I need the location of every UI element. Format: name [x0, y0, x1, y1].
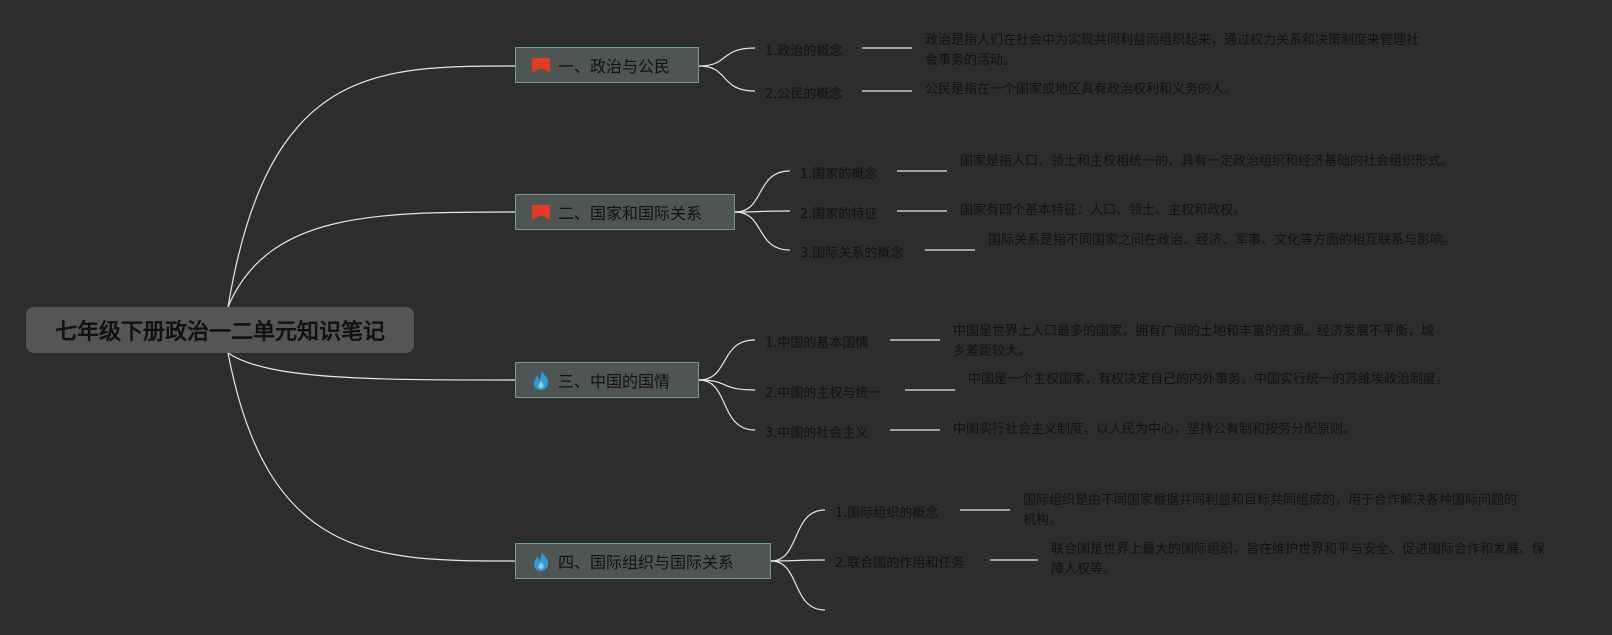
- topic-label[interactable]: 1.政治的概念: [765, 44, 843, 59]
- topic-description: 国际关系是指不同国家之间在政治、经济、军事、文化等方面的相互联系与影响。: [988, 233, 1457, 248]
- topic-label[interactable]: 2.联合国的作用和任务: [835, 556, 965, 571]
- branch-title: 二、国家和国际关系: [558, 204, 703, 223]
- branch-connector: [698, 65, 756, 92]
- topic-label[interactable]: 2.中国的主权与统一: [765, 386, 882, 401]
- branch-connector: [698, 47, 756, 67]
- branch-node-2[interactable]: 二、国家和国际关系: [515, 194, 735, 230]
- branch-node-4[interactable]: 四、国际组织与国际关系: [515, 543, 771, 579]
- flame-icon: [530, 369, 552, 391]
- branch-title: 一、政治与公民: [558, 57, 671, 76]
- root-title: 七年级下册政治一二单元知识笔记: [54, 320, 385, 345]
- red-flag-icon: [530, 54, 552, 76]
- root-connector: [227, 352, 516, 562]
- root-connector: [227, 65, 516, 308]
- topic-description: 联合国是世界上最大的国际组织，旨在维护世界和平与安全、促进国际合作和发展、保障人…: [1051, 542, 1546, 577]
- topic-label[interactable]: 3.国际关系的概念: [800, 246, 904, 261]
- branch-connector: [770, 509, 826, 562]
- branch-node-1[interactable]: 一、政治与公民: [515, 47, 699, 83]
- branch-connector: [734, 170, 791, 213]
- topic-description: 国际组织是由不同国家根据共同利益和目标共同组成的，用于合作解决各种国际问题的机构…: [1023, 493, 1518, 528]
- branch-connector: [698, 379, 756, 431]
- branch-title: 三、中国的国情: [558, 372, 671, 391]
- topic-description: 国家是指人口、领土和主权相统一的、具有一定政治组织和经济基础的社会组织形式。: [960, 154, 1455, 169]
- topic-label[interactable]: 1.国家的概念: [800, 167, 878, 182]
- flame-icon: [530, 550, 552, 572]
- branch-connector: [698, 339, 756, 381]
- topic-description: 中国是一个主权国家，有权决定自己的内外事务。中国实行统一的苏维埃政治制度。: [968, 372, 1450, 387]
- branch-connector: [734, 210, 791, 213]
- topic-label[interactable]: 3.中国的社会主义: [765, 426, 869, 441]
- topic-label[interactable]: 2.公民的概念: [765, 87, 843, 102]
- branch-connector: [770, 560, 826, 611]
- root-connector: [227, 352, 516, 381]
- topic-label[interactable]: 2.国家的特征: [800, 207, 878, 222]
- branch-connector: [734, 211, 791, 251]
- topic-description: 国家有四个基本特征：人口、领土、主权和政权。: [960, 203, 1247, 218]
- branch-title: 四、国际组织与国际关系: [558, 553, 735, 572]
- root-node[interactable]: 七年级下册政治一二单元知识笔记: [26, 307, 414, 353]
- red-flag-icon: [530, 201, 552, 223]
- topic-label[interactable]: 1.中国的基本国情: [765, 336, 869, 351]
- topic-description: 中国是世界上人口最多的国家，拥有广阔的土地和丰富的资源。经济发展不平衡，城乡差距…: [953, 324, 1435, 359]
- topic-description: 政治是指人们在社会中为实现共同利益而组织起来，通过权力关系和决策制度来管理社会事…: [925, 33, 1420, 68]
- branch-connector: [698, 379, 756, 391]
- topic-description: 公民是指在一个国家或地区具有政治权利和义务的人。: [925, 82, 1238, 97]
- topic-label[interactable]: 1.国际组织的概念: [835, 506, 939, 521]
- topic-description: 中国实行社会主义制度，以人民为中心，坚持公有制和按劳分配原则。: [953, 422, 1357, 437]
- branch-node-3[interactable]: 三、中国的国情: [515, 362, 699, 398]
- branch-connector: [770, 559, 826, 562]
- root-connector: [227, 211, 516, 308]
